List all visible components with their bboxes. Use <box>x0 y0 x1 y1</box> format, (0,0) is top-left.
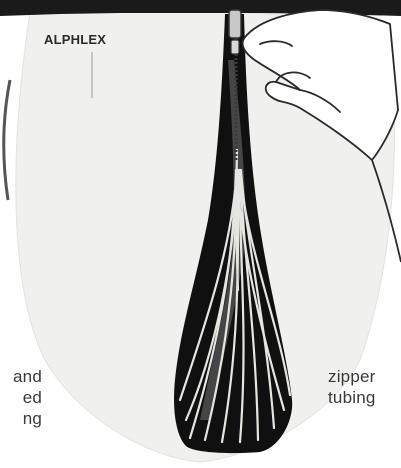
left-caption-line-1: and <box>0 366 42 387</box>
right-caption-line-2: tubing <box>328 387 376 408</box>
brand-label: ALPHLEX <box>44 32 106 47</box>
left-caption: and ed ng <box>0 366 42 429</box>
left-edge-arc <box>4 80 10 200</box>
left-caption-line-3: ng <box>0 408 42 429</box>
left-caption-line-2: ed <box>0 387 42 408</box>
right-caption: zipper tubing <box>328 366 376 408</box>
right-caption-line-1: zipper <box>328 366 376 387</box>
zipper-pull-icon <box>229 10 241 54</box>
